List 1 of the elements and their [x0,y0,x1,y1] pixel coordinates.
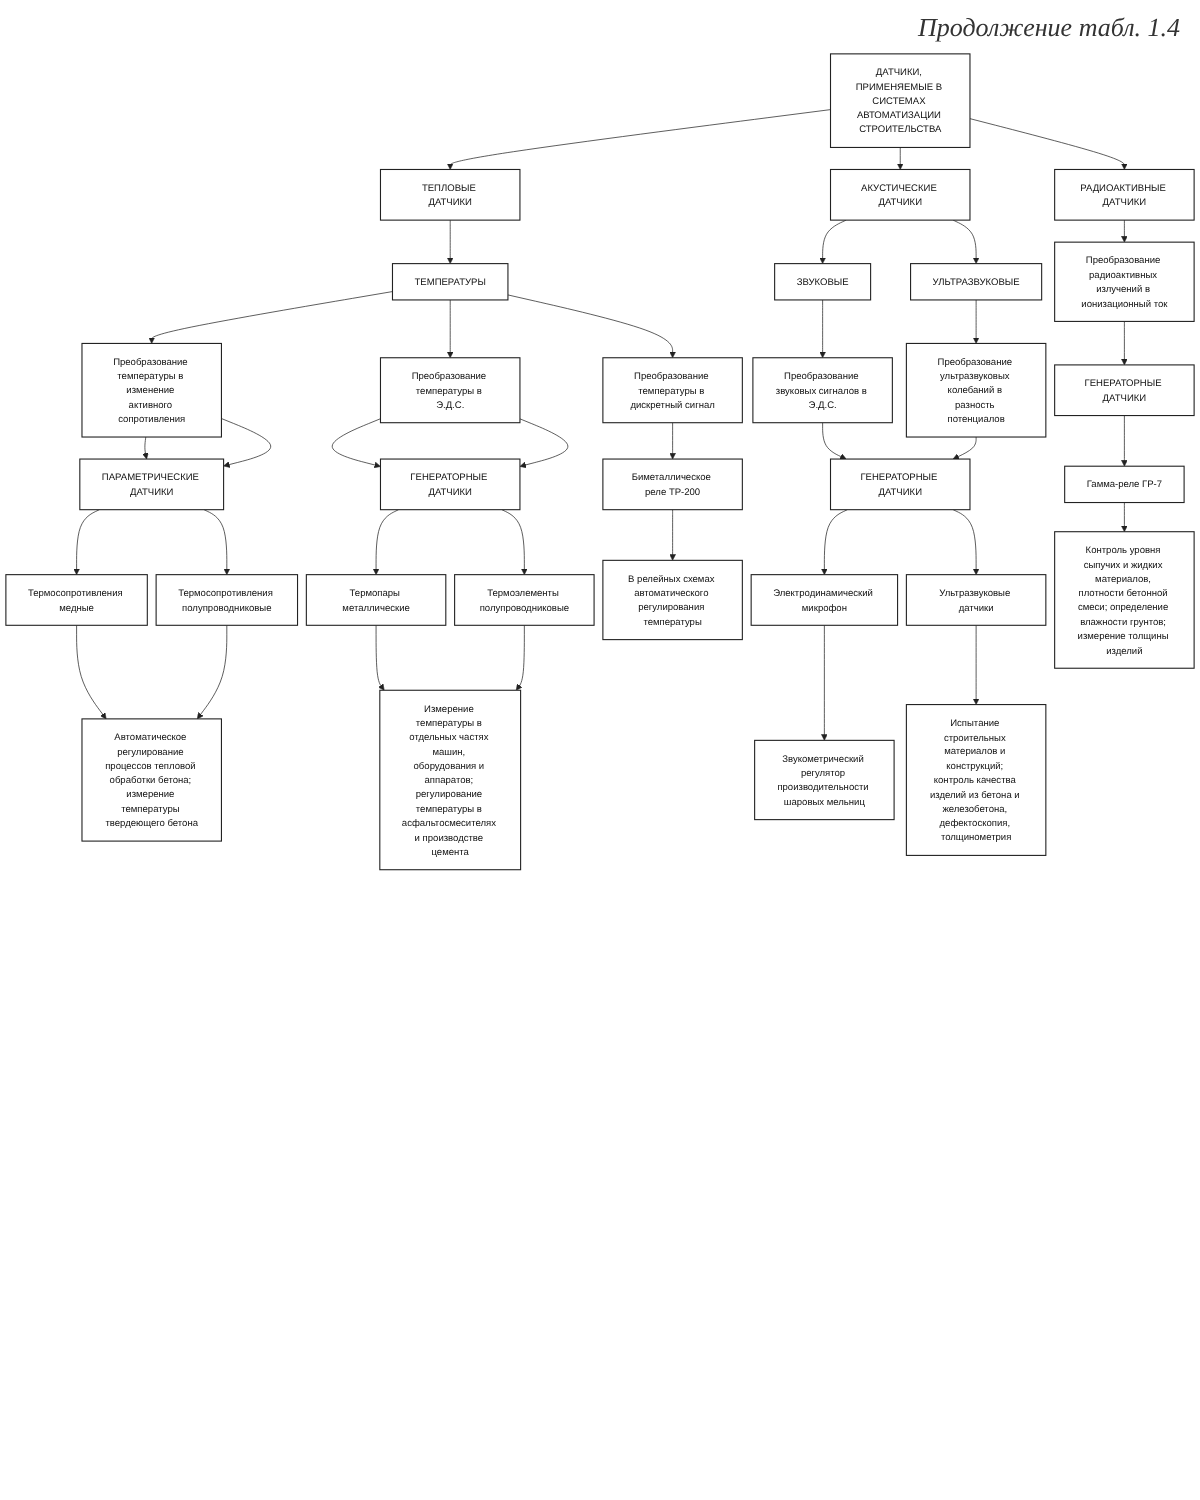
table-note: Продолжение табл. 1.4 [916,12,1180,44]
